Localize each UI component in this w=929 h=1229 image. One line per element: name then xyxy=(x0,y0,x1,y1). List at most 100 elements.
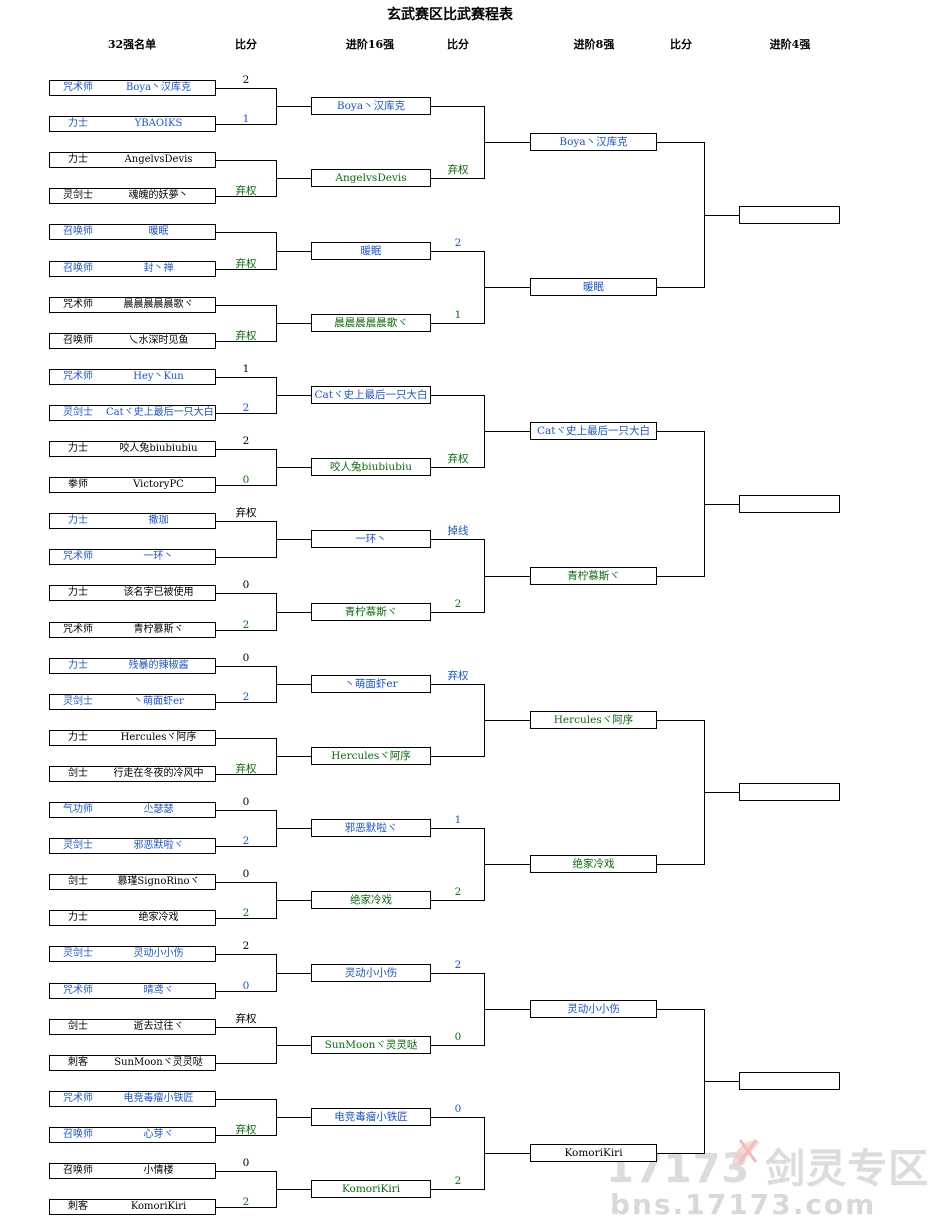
r8-winner: Herculesヾ阿序 xyxy=(530,711,657,729)
bracket-connector xyxy=(276,1117,311,1118)
bracket-connector xyxy=(216,341,276,342)
player-entry: 咒术师一环丶 xyxy=(49,549,216,565)
player-entry: 灵剑士 魂魄的妖夢丶 xyxy=(49,188,216,204)
player-entry: 咒术师晨晨晨晨晨歌ヾ xyxy=(49,297,216,313)
bracket-connector xyxy=(216,485,276,486)
player-class: 灵剑士 xyxy=(63,190,93,201)
player-entry: 力士该名字已被使用 xyxy=(49,585,216,601)
player-name: 魂魄的妖夢丶 xyxy=(128,190,189,201)
match-score: 弃权 xyxy=(235,507,257,519)
bracket-connector xyxy=(431,756,484,757)
watermark-line2: bns.17173.com xyxy=(610,1188,877,1221)
player-class: 力士 xyxy=(68,912,88,923)
bracket-connector xyxy=(276,395,311,396)
player-name: 邪恶默啦ヾ xyxy=(133,840,184,851)
bracket-connector xyxy=(276,251,311,252)
player-class: 拳师 xyxy=(68,479,88,490)
bracket-connector xyxy=(216,846,276,847)
r4-slot xyxy=(739,206,840,224)
match-score: 弃权 xyxy=(235,258,257,270)
player-class: 灵剑士 xyxy=(63,696,93,707)
player-class: 咒术师 xyxy=(63,299,93,310)
bracket-connector xyxy=(216,413,276,414)
bracket-connector xyxy=(216,557,276,558)
bracket-connector xyxy=(431,178,484,179)
bracket-connector xyxy=(431,539,484,540)
bracket-connector xyxy=(276,612,311,613)
match-score: 2 xyxy=(454,237,462,249)
bracket-connector xyxy=(216,196,276,197)
match-score: 弃权 xyxy=(235,185,257,197)
player-class: 力士 xyxy=(68,732,88,743)
bracket-connector xyxy=(216,521,276,522)
player-entry: 灵剑士丶萌面虾er xyxy=(49,694,216,710)
bracket-connector xyxy=(431,251,484,252)
match-score: 0 xyxy=(454,1103,462,1115)
r16-winner: 暖眠 xyxy=(311,242,431,260)
bracket-connector xyxy=(216,666,276,667)
player-class: 灵剑士 xyxy=(63,948,93,959)
bracket-connector xyxy=(276,178,311,179)
player-class: 召唤师 xyxy=(63,263,93,274)
r8-winner: Boya丶汉库克 xyxy=(530,133,657,151)
r16-winner: AngelvsDevis xyxy=(311,169,431,187)
player-class: 咒术师 xyxy=(63,624,93,635)
r16-winner: Catヾ史上最后一只大白 xyxy=(311,386,431,404)
bracket-connector xyxy=(657,287,704,288)
bracket-connector xyxy=(216,593,276,594)
player-class: 灵剑士 xyxy=(63,840,93,851)
player-class: 剑士 xyxy=(68,876,88,887)
match-score: 0 xyxy=(242,579,250,591)
player-class: 剑士 xyxy=(68,1021,88,1032)
bracket-connector xyxy=(657,864,704,865)
match-score: 2 xyxy=(242,940,250,952)
bracket-connector xyxy=(657,431,704,432)
player-name: 乀水深时见鱼 xyxy=(128,335,189,346)
bracket-connector xyxy=(216,449,276,450)
player-name: KomoriKiri xyxy=(130,1201,187,1212)
player-entry: 力士绝家冷戏 xyxy=(49,910,216,926)
player-name: 慕瑾SignoRinoヾ xyxy=(117,876,200,887)
bracket-connector xyxy=(216,88,276,89)
player-entry: 召唤师暖眠 xyxy=(49,224,216,240)
bracket-connector xyxy=(431,467,484,468)
match-score: 0 xyxy=(242,980,250,992)
player-entry: 召唤师乀水深时见鱼 xyxy=(49,333,216,349)
player-class: 力士 xyxy=(68,660,88,671)
player-class: 召唤师 xyxy=(63,1129,93,1140)
r16-winner: 咬人兔biubiubiu xyxy=(311,458,431,476)
r16-winner: 一环丶 xyxy=(311,530,431,548)
player-name: SunMoonヾ灵灵哒 xyxy=(114,1057,203,1068)
bracket-connector xyxy=(276,1045,311,1046)
bracket-connector xyxy=(484,576,530,577)
player-name: 撒珈 xyxy=(148,515,169,526)
bracket-connector xyxy=(704,215,739,216)
player-entry: 气功师尐瑟瑟 xyxy=(49,802,216,818)
match-score: 1 xyxy=(242,363,250,375)
bracket-connector xyxy=(657,720,704,721)
bracket-connector xyxy=(431,323,484,324)
bracket-connector xyxy=(484,287,530,288)
player-name: 电竞毒瘤小铁匠 xyxy=(123,1093,194,1104)
r16-winner: 电竞毒瘤小铁匠 xyxy=(311,1108,431,1126)
player-name: Hey丶Kun xyxy=(133,371,184,382)
match-score: 弃权 xyxy=(447,164,469,176)
player-class: 咒术师 xyxy=(63,1093,93,1104)
player-entry: 咒术师 Hey丶Kun xyxy=(49,369,216,385)
site-watermark: 17173 剑灵专区 bns.17173.com xyxy=(606,1132,928,1227)
bracket-connector xyxy=(216,810,276,811)
match-score: 弃权 xyxy=(447,670,469,682)
bracket-connector xyxy=(276,539,311,540)
r4-slot xyxy=(739,495,840,513)
bracket-connector xyxy=(216,774,276,775)
player-entry: 力士撒珈 xyxy=(49,513,216,529)
header-r32-list: 32强名单 xyxy=(107,38,157,51)
bracket-connector xyxy=(431,684,484,685)
player-entry: 力士残暴的辣椒酱 xyxy=(49,658,216,674)
player-class: 咒术师 xyxy=(63,371,93,382)
player-entry: 剑士行走在冬夜的冷风中 xyxy=(49,766,216,782)
bracket-connector xyxy=(216,269,276,270)
match-score: 0 xyxy=(242,1157,250,1169)
bracket-connector xyxy=(216,124,276,125)
